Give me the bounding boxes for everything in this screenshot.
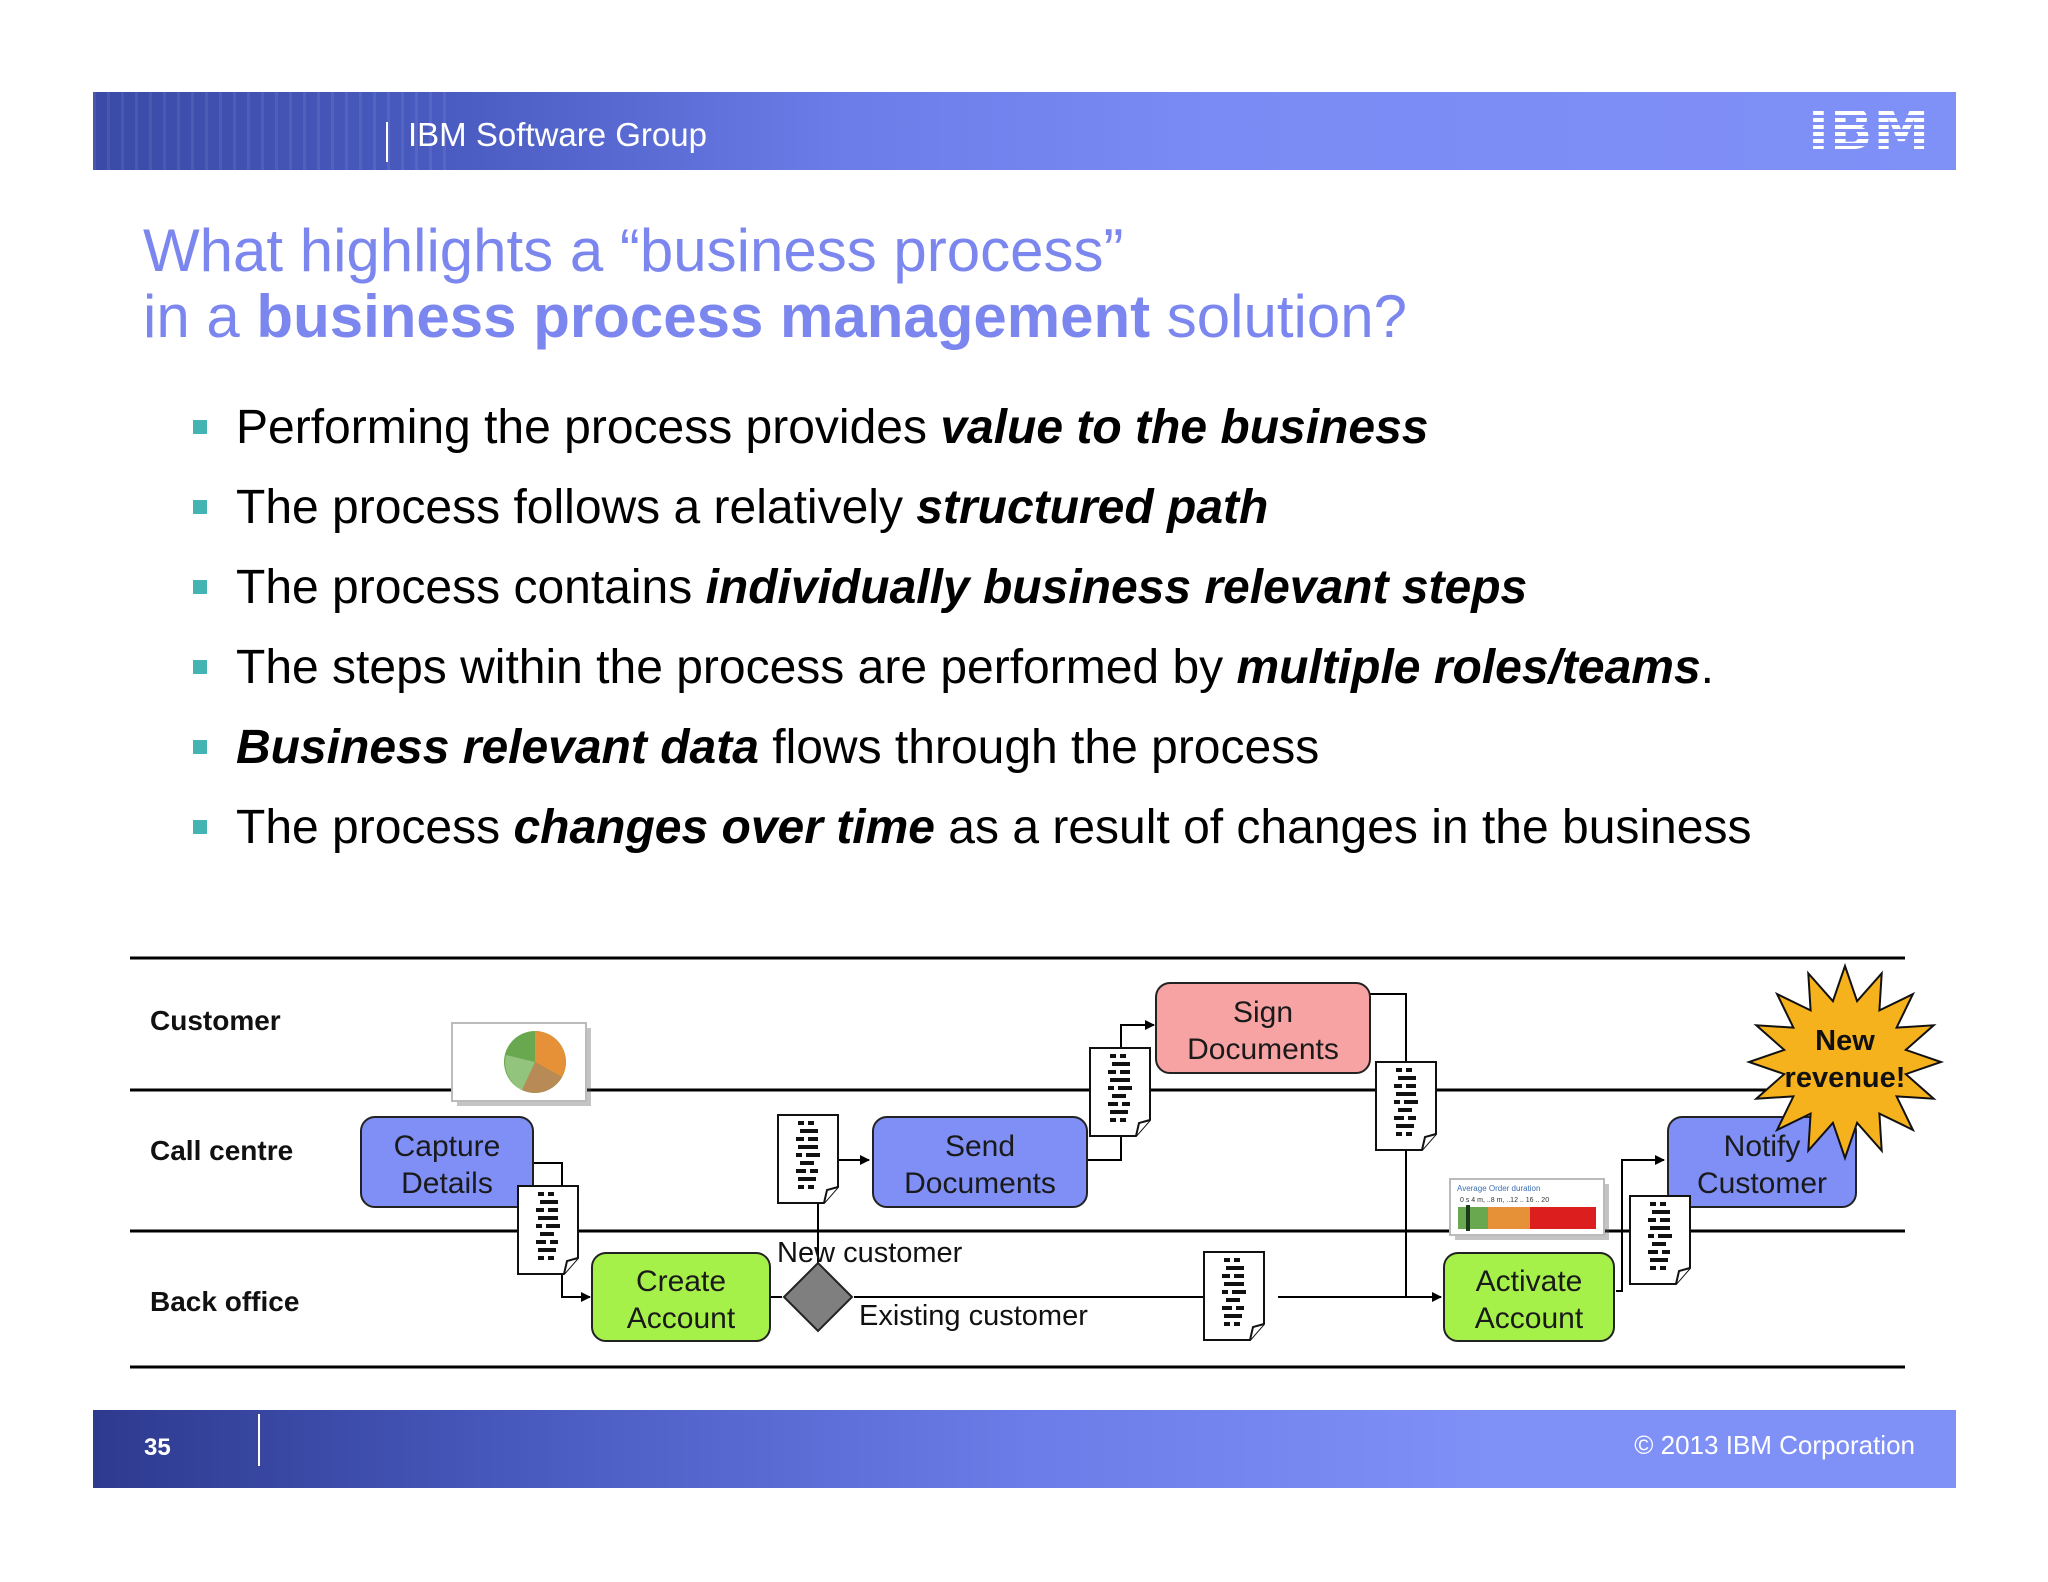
decision-gateway-icon — [782, 1261, 854, 1333]
bullet-square-icon — [193, 820, 207, 834]
bullet-item: The process contains individually busine… — [190, 558, 1751, 638]
kpi-widget-ticks: 0 s 4 m, ..8 m, ..12 .. 16 .. 20 — [1460, 1197, 1549, 1204]
flow-connectors — [532, 993, 1665, 1302]
header-band: IBM Software Group IBM — [93, 92, 1956, 170]
bullet-text: Performing the process provides — [236, 401, 941, 454]
copyright-text: © 2013 IBM Corporation — [1634, 1430, 1915, 1460]
bullet-item: Performing the process provides value to… — [190, 398, 1751, 478]
task-create-account: Create Account — [591, 1252, 771, 1342]
task-send-documents: Send Documents — [872, 1116, 1088, 1208]
header-texture — [93, 92, 453, 170]
document-icon — [517, 1185, 579, 1275]
bullet-list: Performing the process provides value to… — [190, 398, 1751, 878]
document-icon — [1375, 1061, 1437, 1151]
task-capture-line1: Capture — [394, 1130, 501, 1163]
header-group-label: IBM Software Group — [408, 116, 707, 153]
task-sign-line2: Documents — [1187, 1033, 1339, 1066]
bullet-item: The process changes over time as a resul… — [190, 798, 1751, 878]
ibm-logo: IBM — [1808, 98, 1931, 163]
task-activate-line2: Account — [1475, 1302, 1584, 1335]
title-line-2-bold: business process management — [256, 283, 1151, 350]
page-number: 35 — [144, 1434, 171, 1461]
kpi-widget-title: Average Order duration — [1457, 1184, 1540, 1193]
task-notify-line1: Notify — [1724, 1130, 1801, 1163]
task-sign-documents: Sign Documents — [1155, 982, 1371, 1074]
bullet-text: as a result of changes in the business — [934, 801, 1752, 854]
flow-label-existing-customer: Existing customer — [859, 1300, 1088, 1332]
lane-label-back-office: Back office — [150, 1286, 299, 1317]
task-send-line1: Send — [945, 1130, 1015, 1163]
task-send-line2: Documents — [904, 1167, 1056, 1200]
bullet-item: The steps within the process are perform… — [190, 638, 1751, 718]
task-activate-account: Activate Account — [1443, 1252, 1615, 1342]
lane-label-call-centre: Call centre — [150, 1135, 293, 1166]
title-line-2: in a business process management solutio… — [143, 284, 1407, 350]
title-line-1: What highlights a “business process” — [143, 217, 1124, 284]
task-create-line2: Account — [627, 1302, 736, 1335]
bullet-square-icon — [193, 580, 207, 594]
swimlane-lines — [130, 956, 1905, 1369]
starburst-line1: New — [1815, 1025, 1875, 1057]
bullet-text: flows through the process — [758, 721, 1320, 774]
bullet-text: The process follows a relatively — [236, 481, 917, 534]
bullet-emphasis: value to the business — [940, 401, 1429, 454]
bullet-text: . — [1700, 641, 1714, 694]
bullet-emphasis: individually business relevant steps — [705, 561, 1528, 614]
task-notify-customer: Notify Customer — [1667, 1116, 1857, 1208]
slide-title: What highlights a “business process” in … — [143, 218, 1407, 350]
kpi-gauge-widget: Average Order duration 0 s 4 m, ..8 m, .… — [1449, 1178, 1609, 1240]
bullet-item: The process follows a relatively structu… — [190, 478, 1751, 558]
bullet-emphasis: Business relevant data — [236, 721, 759, 774]
document-icon — [1089, 1047, 1151, 1137]
task-activate-line1: Activate — [1476, 1265, 1583, 1298]
document-icon — [1203, 1251, 1265, 1341]
header-divider — [386, 122, 388, 162]
bullet-emphasis: changes over time — [513, 801, 935, 854]
task-sign-line1: Sign — [1233, 996, 1293, 1029]
bullet-emphasis: structured path — [916, 481, 1269, 534]
bullet-square-icon — [193, 660, 207, 674]
flow-label-new-customer: New customer — [777, 1237, 963, 1269]
bullet-text: The steps within the process are perform… — [236, 641, 1237, 694]
bullet-square-icon — [193, 740, 207, 754]
bullet-item: Business relevant data flows through the… — [190, 718, 1751, 798]
title-line-2-suffix: solution? — [1150, 283, 1407, 350]
document-icon — [777, 1114, 839, 1204]
footer-divider — [258, 1414, 260, 1466]
bullet-text: The process contains — [236, 561, 706, 614]
task-notify-line2: Customer — [1697, 1167, 1827, 1200]
new-revenue-starburst: New revenue! — [1745, 962, 1945, 1162]
task-create-line1: Create — [636, 1265, 726, 1298]
lane-label-customer: Customer — [150, 1005, 281, 1036]
pie-chart-thumbnail-icon — [451, 1022, 591, 1106]
task-capture-line2: Details — [401, 1167, 493, 1200]
task-capture-details: Capture Details — [360, 1116, 534, 1208]
document-icon — [1629, 1195, 1691, 1285]
bullet-emphasis: multiple roles/teams — [1236, 641, 1701, 694]
title-line-2-prefix: in a — [143, 283, 257, 350]
footer-band: 35 © 2013 IBM Corporation — [93, 1410, 1956, 1488]
bullet-square-icon — [193, 500, 207, 514]
starburst-line2: revenue! — [1785, 1062, 1906, 1094]
bullet-square-icon — [193, 420, 207, 434]
bullet-text: The process — [236, 801, 514, 854]
